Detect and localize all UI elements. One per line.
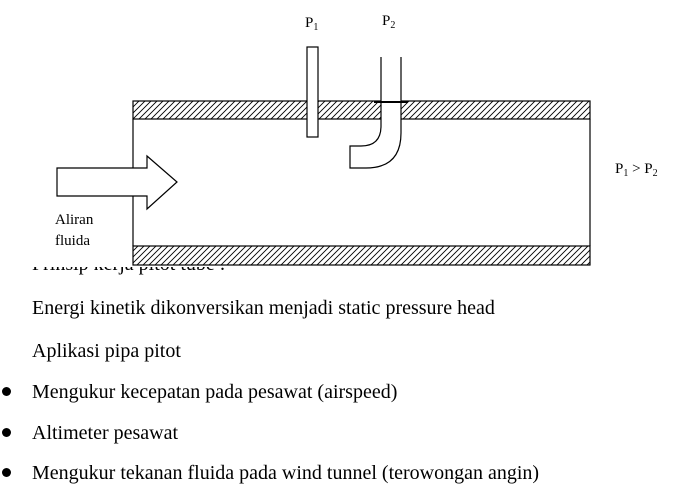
bullet-item-3: Mengukur tekanan fluida pada wind tunnel…	[32, 462, 540, 484]
pressure-relation-label: P1 > P2	[615, 161, 658, 179]
flow-label-line1: Aliran	[55, 212, 94, 228]
pipe-bottom-wall	[132, 245, 591, 266]
bullet-dot	[2, 387, 11, 396]
static-tube-p1	[306, 46, 319, 138]
bullet-item-2: Altimeter pesawat	[32, 422, 179, 444]
text-line-2: Aplikasi pipa pitot	[32, 340, 181, 362]
bullet-item-1: Mengukur kecepatan pada pesawat (airspee…	[32, 381, 398, 403]
pipe-top-wall	[132, 100, 591, 120]
text-line-1: Energi kinetik dikonversikan menjadi sta…	[32, 297, 495, 319]
p1-label: P1	[305, 15, 319, 33]
flow-label-line2: fluida	[55, 233, 90, 249]
pitot-tube-p2	[349, 57, 402, 169]
bullet-dot	[2, 468, 11, 477]
pitot-tube-diagram	[56, 46, 591, 266]
flow-arrow	[56, 154, 178, 211]
bullet-dot	[2, 428, 11, 437]
p2-label: P2	[382, 13, 396, 31]
